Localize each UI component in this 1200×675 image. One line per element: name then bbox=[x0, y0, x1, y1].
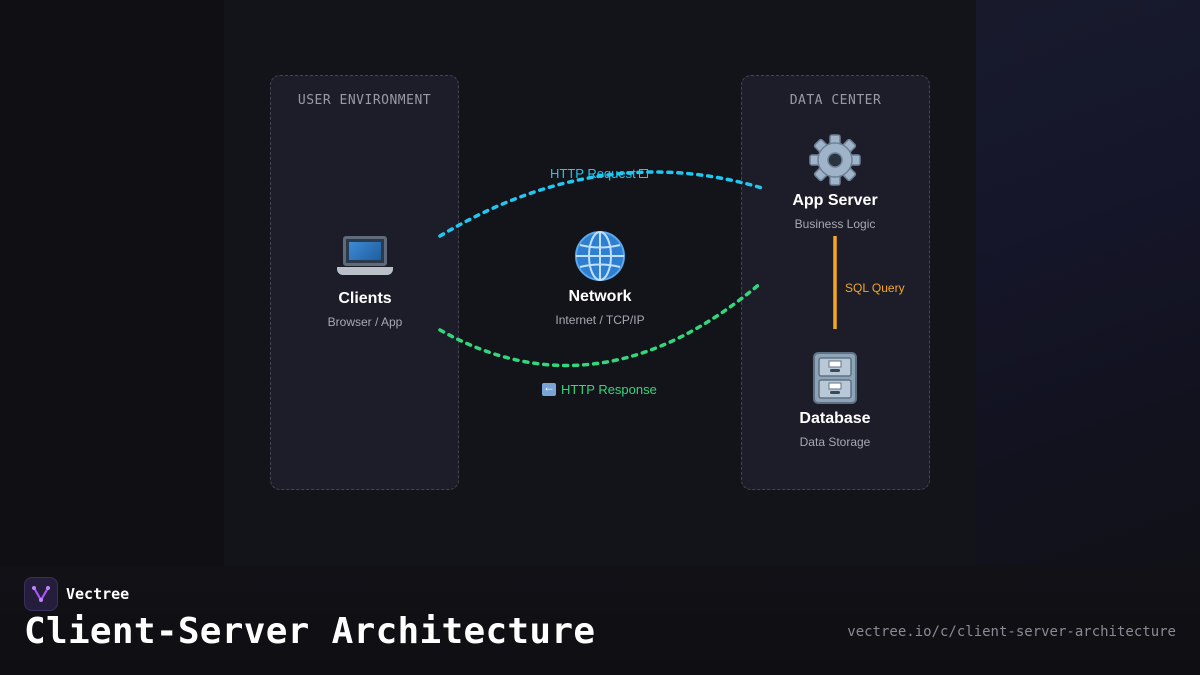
laptop-icon bbox=[285, 230, 445, 286]
node-database-subtitle: Data Storage bbox=[799, 435, 871, 449]
file-cabinet-icon bbox=[755, 350, 915, 406]
brand: Vectree bbox=[24, 577, 129, 611]
node-app-server: App Server Business Logic bbox=[755, 132, 915, 231]
page-url[interactable]: vectree.io/c/client-server-architecture bbox=[847, 624, 1176, 640]
sql-query-label: SQL Query bbox=[845, 281, 905, 295]
node-database-name: Database bbox=[799, 410, 871, 427]
gear-icon bbox=[755, 132, 915, 188]
node-clients: Clients Browser / App bbox=[285, 230, 445, 329]
node-clients-subtitle: Browser / App bbox=[327, 315, 403, 329]
left-arrow-icon bbox=[542, 380, 556, 396]
background-right bbox=[976, 0, 1200, 565]
http-request-label: HTTP Request bbox=[550, 166, 648, 181]
brand-name: Vectree bbox=[66, 585, 130, 603]
http-response-label: HTTP Response bbox=[542, 380, 657, 397]
footer-bar bbox=[0, 565, 1200, 675]
node-network-name: Network bbox=[568, 288, 632, 305]
background-left bbox=[0, 0, 224, 565]
vectree-logo-icon bbox=[24, 577, 58, 611]
node-clients-name: Clients bbox=[338, 290, 392, 307]
node-network-subtitle: Internet / TCP/IP bbox=[555, 313, 645, 327]
node-database: Database Data Storage bbox=[755, 350, 915, 449]
page-title: Client-Server Architecture bbox=[24, 611, 596, 652]
zone-title-user-environment: USER ENVIRONMENT bbox=[297, 93, 432, 108]
zone-user-environment: USER ENVIRONMENT bbox=[270, 75, 459, 490]
globe-icon bbox=[520, 228, 680, 284]
node-app-server-name: App Server bbox=[792, 192, 878, 209]
node-network: Network Internet / TCP/IP bbox=[520, 228, 680, 327]
arrow-glyph-icon bbox=[638, 169, 648, 178]
zone-title-data-center: DATA CENTER bbox=[789, 93, 882, 108]
node-app-server-subtitle: Business Logic bbox=[794, 217, 876, 231]
